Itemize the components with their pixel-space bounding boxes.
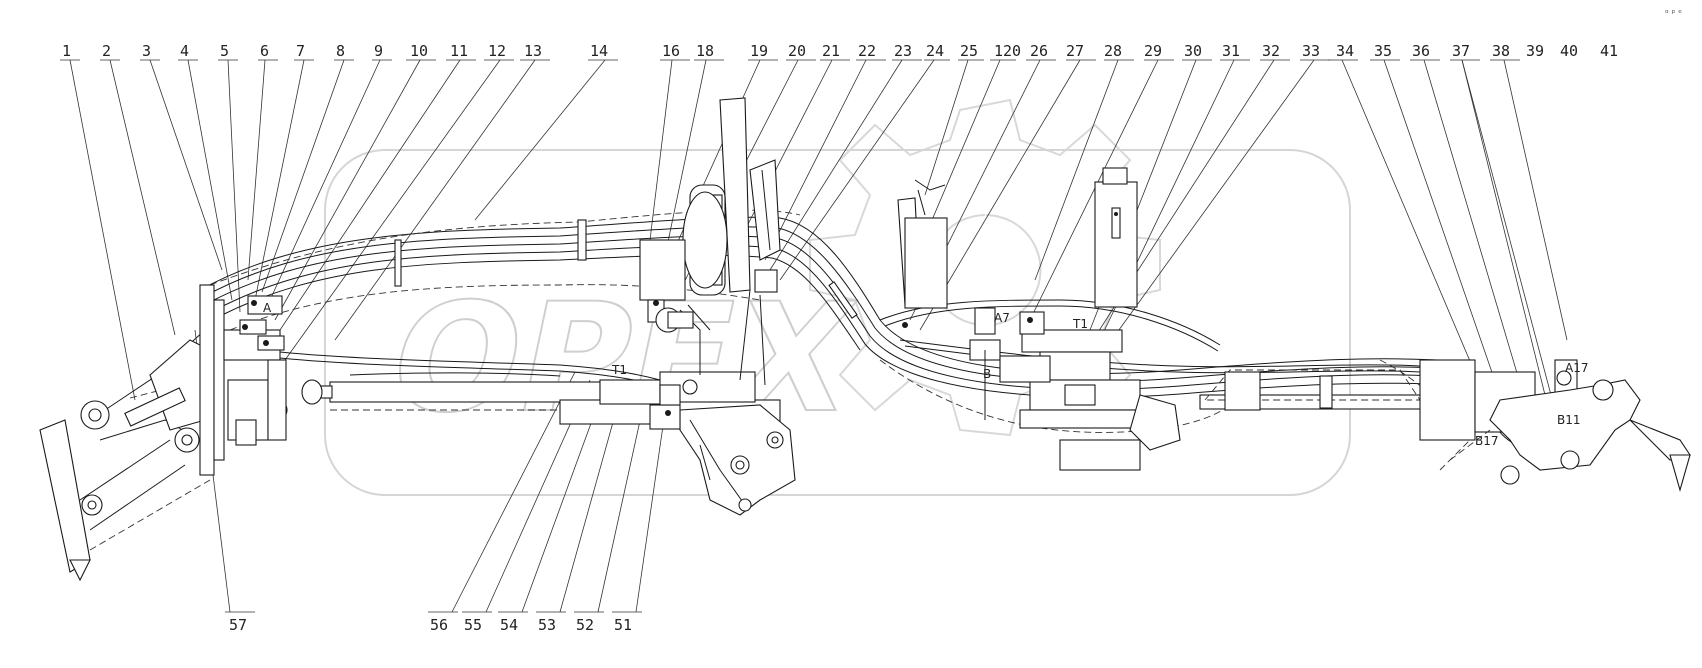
port-label-t1-right: T1 [1072,317,1088,331]
callout-7: 7 [296,42,305,60]
centre-tower [639,97,781,386]
callout-13: 13 [524,42,542,60]
port-labels: A T1 A7 T1 B A17 B11 B17 [263,301,1588,448]
callout-120: 120 [994,42,1021,60]
callout-25: 25 [960,42,978,60]
callout-18: 18 [696,42,714,60]
callout-40: 40 [1560,42,1578,60]
callout-1: 1 [62,42,71,60]
callout-53: 53 [538,616,556,634]
callout-34: 34 [1336,42,1354,60]
callout-52: 52 [576,616,594,634]
leader-lines [60,59,1568,421]
callout-33: 33 [1302,42,1320,60]
callout-21: 21 [822,42,840,60]
port-label-a17: A17 [1565,361,1588,375]
watermark-frame [324,149,1351,496]
callout-26: 26 [1030,42,1048,60]
bottom-callouts: 56 55 54 53 52 51 [430,616,632,634]
valve-tower [897,167,1181,471]
callout-31: 31 [1222,42,1240,60]
callout-23: 23 [894,42,912,60]
callout-16: 16 [662,42,680,60]
callout-41: 41 [1600,42,1618,60]
callout-29: 29 [1144,42,1162,60]
callout-11: 11 [450,42,468,60]
left-attachment [39,284,288,582]
port-label-b: B [983,367,991,381]
port-label-t1-left: T1 [611,363,627,377]
callout-54: 54 [500,616,518,634]
callout-2: 2 [102,42,111,60]
callout-19: 19 [750,42,768,60]
callout-51: 51 [614,616,632,634]
callout-56: 56 [430,616,448,634]
callout-24: 24 [926,42,944,60]
callout-12: 12 [488,42,506,60]
callout-35: 35 [1374,42,1392,60]
callout-28: 28 [1104,42,1122,60]
port-label-a: A [263,301,272,315]
callout-14: 14 [590,42,608,60]
port-label-b11: B11 [1557,413,1581,427]
callout-30: 30 [1184,42,1202,60]
callout-10: 10 [410,42,428,60]
port-label-a7: A7 [994,311,1010,325]
callout-3: 3 [142,42,151,60]
callout-32: 32 [1262,42,1280,60]
callout-6: 6 [260,42,269,60]
callout-9: 9 [374,42,383,60]
callout-5: 5 [220,42,229,60]
callout-27: 27 [1066,42,1084,60]
callout-38: 38 [1492,42,1510,60]
centre-bracket [649,384,796,516]
callout-8: 8 [336,42,345,60]
top-right-marker: ᵅ ᵖ ᵉ [1665,9,1682,19]
port-label-b17: B17 [1475,434,1499,448]
right-frame [1199,359,1691,493]
callout-39: 39 [1526,42,1544,60]
callout-4: 4 [180,42,189,60]
callout-55: 55 [464,616,482,634]
callout-22: 22 [858,42,876,60]
callout-20: 20 [788,42,806,60]
callout-57: 57 [229,616,247,634]
callout-37: 37 [1452,42,1470,60]
callout-36: 36 [1412,42,1430,60]
